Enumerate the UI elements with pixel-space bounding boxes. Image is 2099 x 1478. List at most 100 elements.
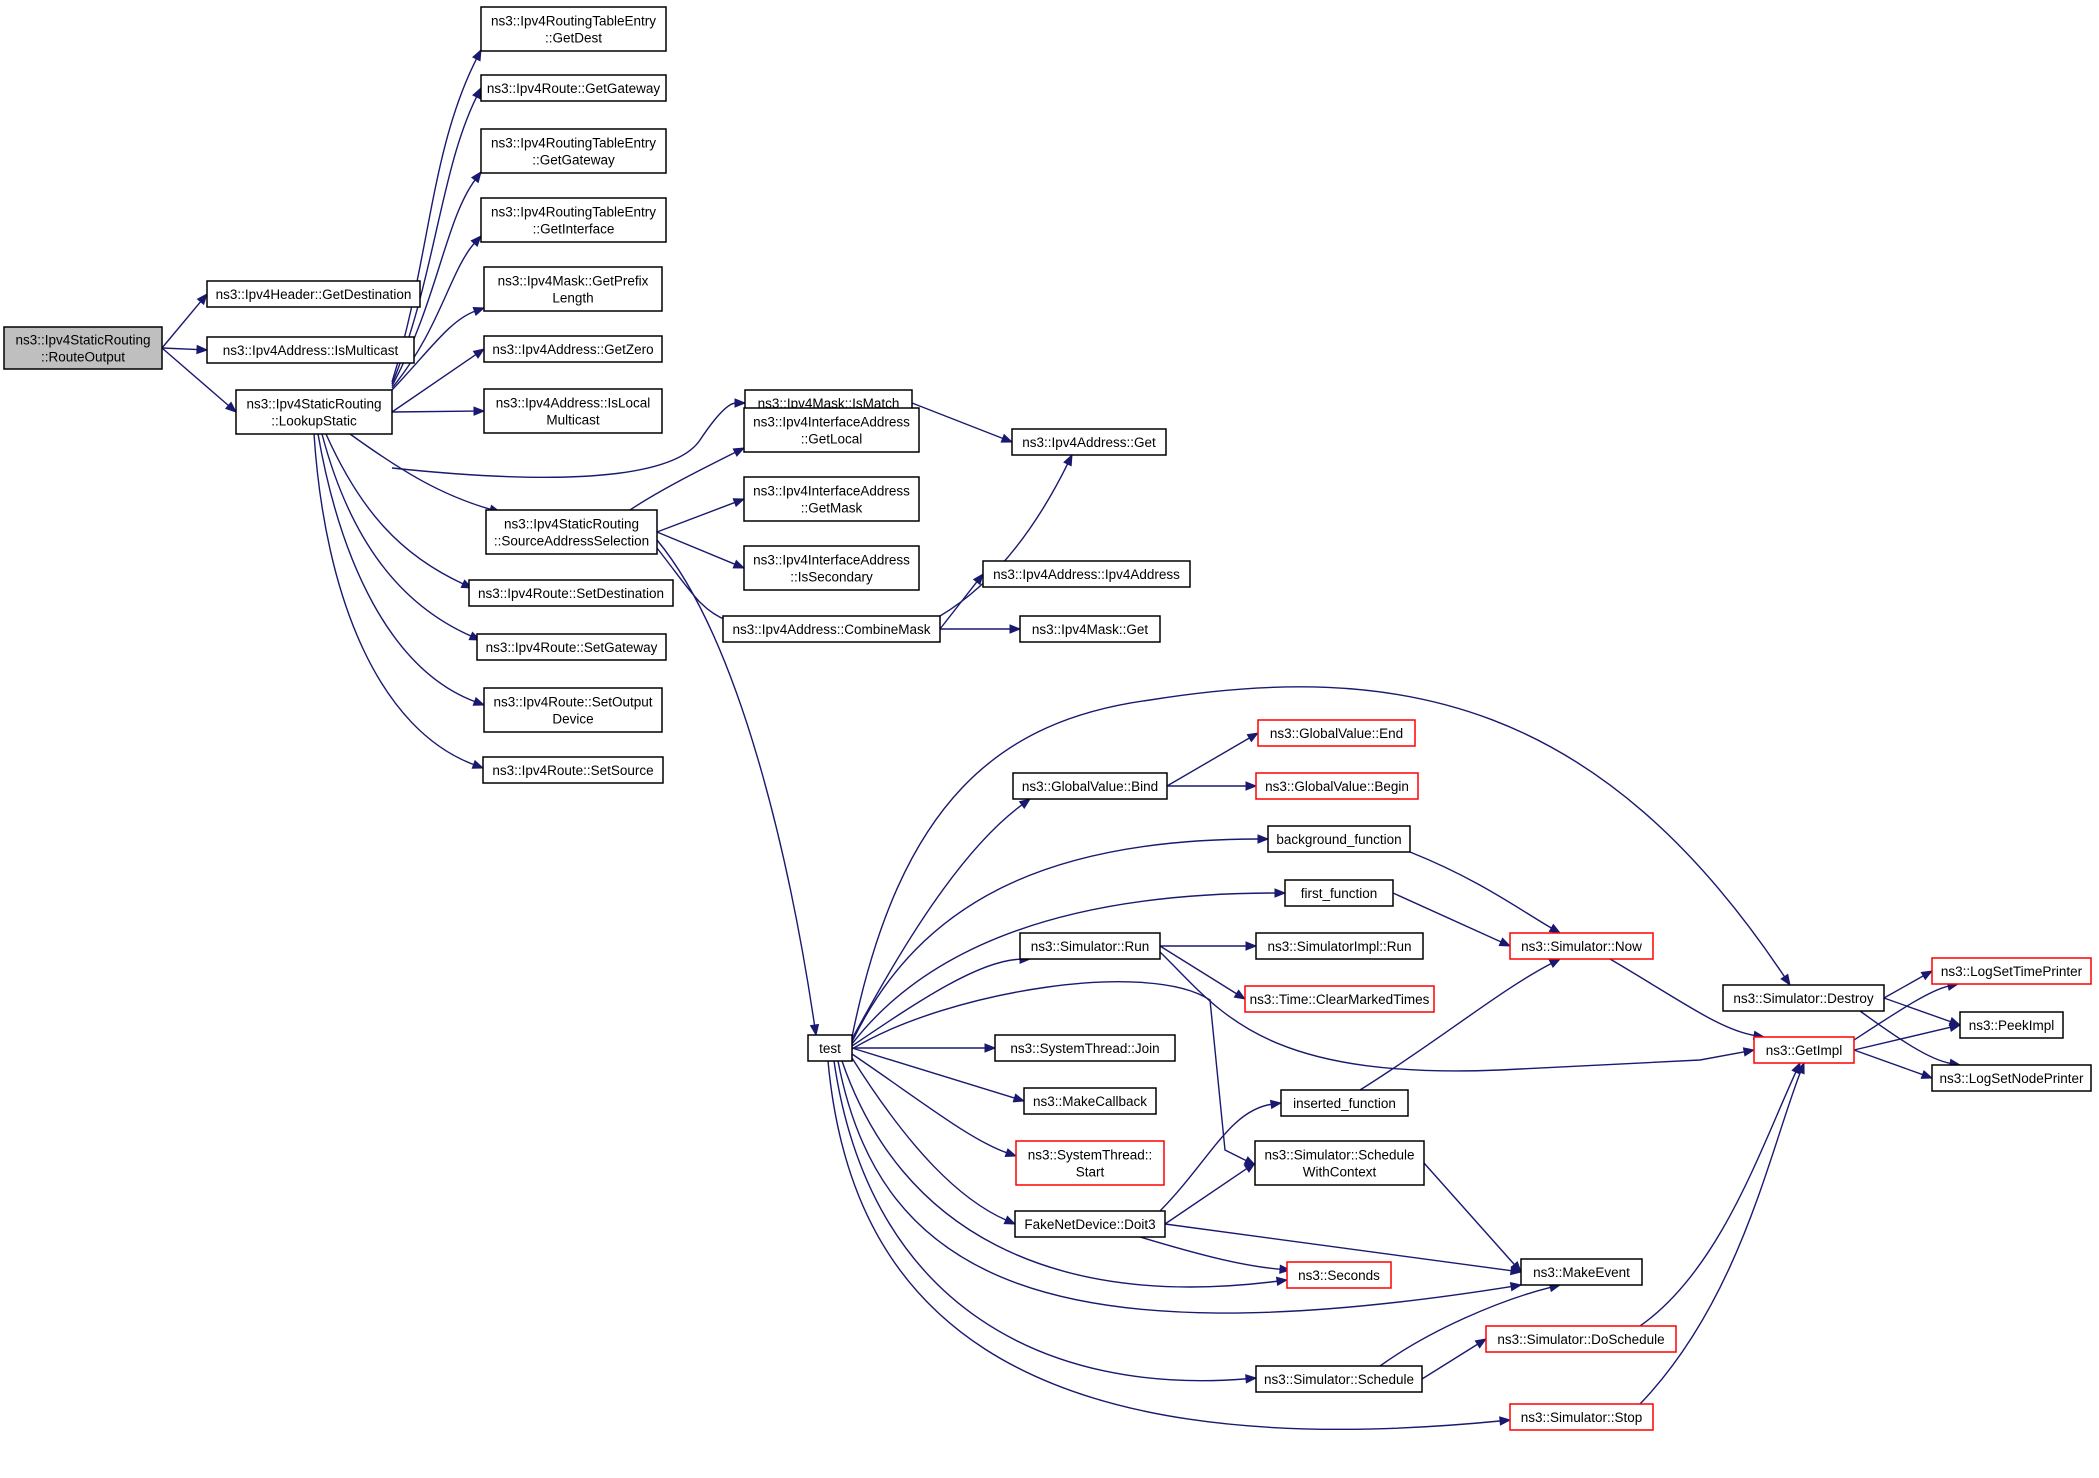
node-label: ns3::Simulator::Run [1031,939,1150,954]
node-simschedule[interactable]: ns3::Simulator::Schedule [1255,1365,1423,1393]
node-box [483,335,663,363]
node-simdestroy[interactable]: ns3::Simulator::Destroy [1722,984,1885,1012]
node-box [483,687,663,733]
node-label: ::SourceAddressSelection [494,534,649,549]
node-label: ns3::Ipv4InterfaceAddress [753,484,910,499]
node-iagetlocal[interactable]: ns3::Ipv4InterfaceAddress::GetLocal [743,407,920,453]
edge-doit3-to-seconds [1139,1236,1292,1274]
node-box [1286,1261,1392,1289]
node-makecallback[interactable]: ns3::MakeCallback [1023,1087,1157,1115]
node-rtegetinterface[interactable]: ns3::Ipv4RoutingTableEntry::GetInterface [480,197,667,243]
edge-lookupstatic-to-setgateway [321,433,482,641]
node-maskget[interactable]: ns3::Ipv4Mask::Get [1019,615,1161,643]
node-gvend[interactable]: ns3::GlobalValue::End [1257,719,1416,747]
node-box [1019,932,1161,960]
node-routeoutput[interactable]: ns3::Ipv4StaticRouting::RouteOutput [3,326,163,370]
node-box [1014,1210,1166,1238]
node-box [1019,615,1161,643]
node-bgfunc[interactable]: background_function [1267,825,1411,853]
node-label: ns3::Ipv4Route::SetOutput [493,695,652,710]
node-iagetmask[interactable]: ns3::Ipv4InterfaceAddress::GetMask [743,476,920,522]
node-box [1255,772,1419,800]
edge-combinemask-to-maskget [940,624,1022,634]
edge-simschedule-to-makeevent [1379,1282,1562,1367]
node-ismulticast[interactable]: ns3::Ipv4Address::IsMulticast [206,336,415,364]
node-label: ns3::Ipv4Route::SetDestination [478,586,664,601]
node-box [1485,1325,1677,1353]
node-simrun[interactable]: ns3::Simulator::Run [1019,932,1161,960]
node-label: ns3::Ipv4Route::SetGateway [486,640,658,655]
node-box [1931,957,2092,985]
edge-lookupstatic-to-setsource [313,433,485,769]
edge-simdestroy-to-peekimpl [1883,997,1962,1026]
node-box [1015,1140,1165,1186]
edge-lookupstatic-to-ismatch [391,398,747,478]
node-addrget[interactable]: ns3::Ipv4Address::Get [1011,428,1167,456]
node-seconds[interactable]: ns3::Seconds [1286,1261,1392,1289]
node-addrctor[interactable]: ns3::Ipv4Address::Ipv4Address [982,560,1191,588]
node-box [1255,1365,1423,1393]
node-label: ns3::Ipv4Address::GetZero [492,342,653,357]
node-firstfunc[interactable]: first_function [1284,879,1394,907]
edge-sourceaddresssel-to-iaissecondary [656,531,746,569]
node-label: inserted_function [1293,1096,1396,1111]
edge-simrun-to-clearmarked [1159,945,1247,1000]
edge-gvbind-to-gvbegin [1167,781,1258,791]
node-simimplrun[interactable]: ns3::SimulatorImpl::Run [1255,932,1424,960]
node-routegetgateway[interactable]: ns3::Ipv4Route::GetGateway [480,74,667,102]
node-doit3[interactable]: FakeNetDevice::Doit3 [1014,1210,1166,1238]
node-box [1267,825,1411,853]
edge-combinemask-to-addrget [939,453,1073,617]
node-label: ns3::MakeCallback [1033,1094,1147,1109]
node-test[interactable]: test [807,1034,853,1062]
node-simstop[interactable]: ns3::Simulator::Stop [1509,1403,1654,1431]
node-label: ns3::Ipv4Address::IsMulticast [223,343,399,358]
node-setgateway[interactable]: ns3::Ipv4Route::SetGateway [476,633,667,661]
node-rtegetgateway[interactable]: ns3::Ipv4RoutingTableEntry::GetGateway [480,128,667,174]
node-sourceaddresssel[interactable]: ns3::Ipv4StaticRouting::SourceAddressSel… [485,509,658,555]
node-getdest[interactable]: ns3::Ipv4RoutingTableEntry::GetDest [480,6,667,52]
edge-simdestroy-to-logsettimeprinter [1883,970,1934,999]
node-logsettimeprinter[interactable]: ns3::LogSetTimePrinter [1931,957,2092,985]
node-getdestination[interactable]: ns3::Ipv4Header::GetDestination [206,280,421,308]
node-label: ns3::GlobalValue::Bind [1022,779,1158,794]
node-setsource[interactable]: ns3::Ipv4Route::SetSource [482,756,664,784]
node-getzero[interactable]: ns3::Ipv4Address::GetZero [483,335,663,363]
node-makeevent[interactable]: ns3::MakeEvent [1520,1258,1643,1286]
edge-lookupstatic-to-getzero [391,348,486,413]
edge-test-to-makeevent [837,1060,1523,1314]
node-label: ns3::SimulatorImpl::Run [1267,939,1411,954]
edge-bgfunc-to-simnow [1409,851,1562,934]
edge-test-to-doit3 [851,1057,1017,1225]
node-iaissecondary[interactable]: ns3::Ipv4InterfaceAddress::IsSecondary [743,545,920,591]
node-insertedfunc[interactable]: inserted_function [1280,1089,1409,1117]
node-doschedule[interactable]: ns3::Simulator::DoSchedule [1485,1325,1677,1353]
node-lookupstatic[interactable]: ns3::Ipv4StaticRouting::LookupStatic [235,389,393,435]
node-combinemask[interactable]: ns3::Ipv4Address::CombineMask [722,615,941,643]
node-label: ns3::PeekImpl [1969,1018,2055,1033]
edge-combinemask-to-addrctor [939,572,984,630]
node-gvbegin[interactable]: ns3::GlobalValue::Begin [1255,772,1419,800]
edge-test-to-simrun [851,954,1032,1047]
node-getimpl[interactable]: ns3::GetImpl [1753,1036,1855,1064]
node-ststart[interactable]: ns3::SystemThread::Start [1015,1140,1165,1186]
node-stjoin[interactable]: ns3::SystemThread::Join [994,1034,1176,1062]
node-setdestination[interactable]: ns3::Ipv4Route::SetDestination [468,579,674,607]
edge-routeoutput-to-ismulticast [161,344,209,355]
node-clearmarked[interactable]: ns3::Time::ClearMarkedTimes [1244,985,1435,1013]
node-label: ns3::Simulator::Stop [1521,1410,1643,1425]
node-gvbind[interactable]: ns3::GlobalValue::Bind [1012,772,1168,800]
node-logsetnodeprinter[interactable]: ns3::LogSetNodePrinter [1931,1064,2092,1092]
node-label: ns3::Ipv4Address::Get [1022,435,1156,450]
edge-ismatch-to-addrget [911,402,1014,443]
node-simnow[interactable]: ns3::Simulator::Now [1509,932,1654,960]
edge-test-to-simschedule [833,1060,1258,1384]
node-peekimpl[interactable]: ns3::PeekImpl [1959,1011,2064,1039]
node-box [485,509,658,555]
node-label: ::GetInterface [533,222,615,237]
